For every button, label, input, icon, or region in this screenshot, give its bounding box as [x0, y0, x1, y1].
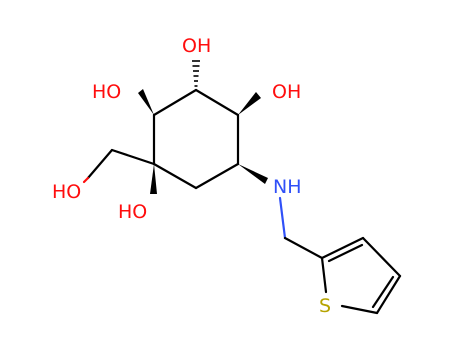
bond-n-ch2: [278, 196, 287, 240]
bond-c5-ch2: [110, 148, 156, 166]
hashed-bond-c1-oh: [192, 60, 200, 87]
bond-c2t-c3t: [320, 236, 365, 260]
atom-label-nh: NH: [273, 176, 302, 198]
bond-c1-c2: [194, 88, 240, 117]
atom-label-ho-quaternary: HO: [118, 201, 147, 223]
cyclohexane-ring: [152, 88, 240, 190]
bond-c4t-c5t-inner: [371, 275, 395, 309]
bond-c2t-c3t-inner: [327, 243, 364, 263]
wedge-bond-c5-oh: [150, 164, 157, 194]
bond-c3-c4: [194, 162, 240, 190]
wedge-bond-c3-nh: [238, 164, 268, 184]
atom-label-ho-hydroxymethyl: HO: [52, 181, 81, 203]
atom-label-s: S: [319, 295, 331, 317]
thiophene-ring: [320, 236, 402, 315]
bond-c4-c5: [152, 162, 198, 190]
bond-ch2-o-red: [82, 176, 90, 184]
atom-label-oh-right-upper: OH: [272, 81, 301, 103]
wedge-bond-c6-ho: [138, 89, 154, 115]
bond-s-c2t: [320, 256, 328, 294]
wedge-bond-c2-oh: [238, 92, 261, 115]
bond-ch2-thiophene: [283, 236, 324, 260]
bond-c3t-c4t: [361, 236, 402, 278]
bond-c4t-c5t: [375, 274, 402, 315]
bond-ch2-o: [86, 148, 114, 180]
atom-label-ho-left-upper: HO: [92, 81, 121, 103]
bond-c5t-s: [340, 304, 379, 315]
bond-c6-c1: [152, 88, 198, 117]
atom-label-oh-top: OH: [182, 35, 211, 57]
